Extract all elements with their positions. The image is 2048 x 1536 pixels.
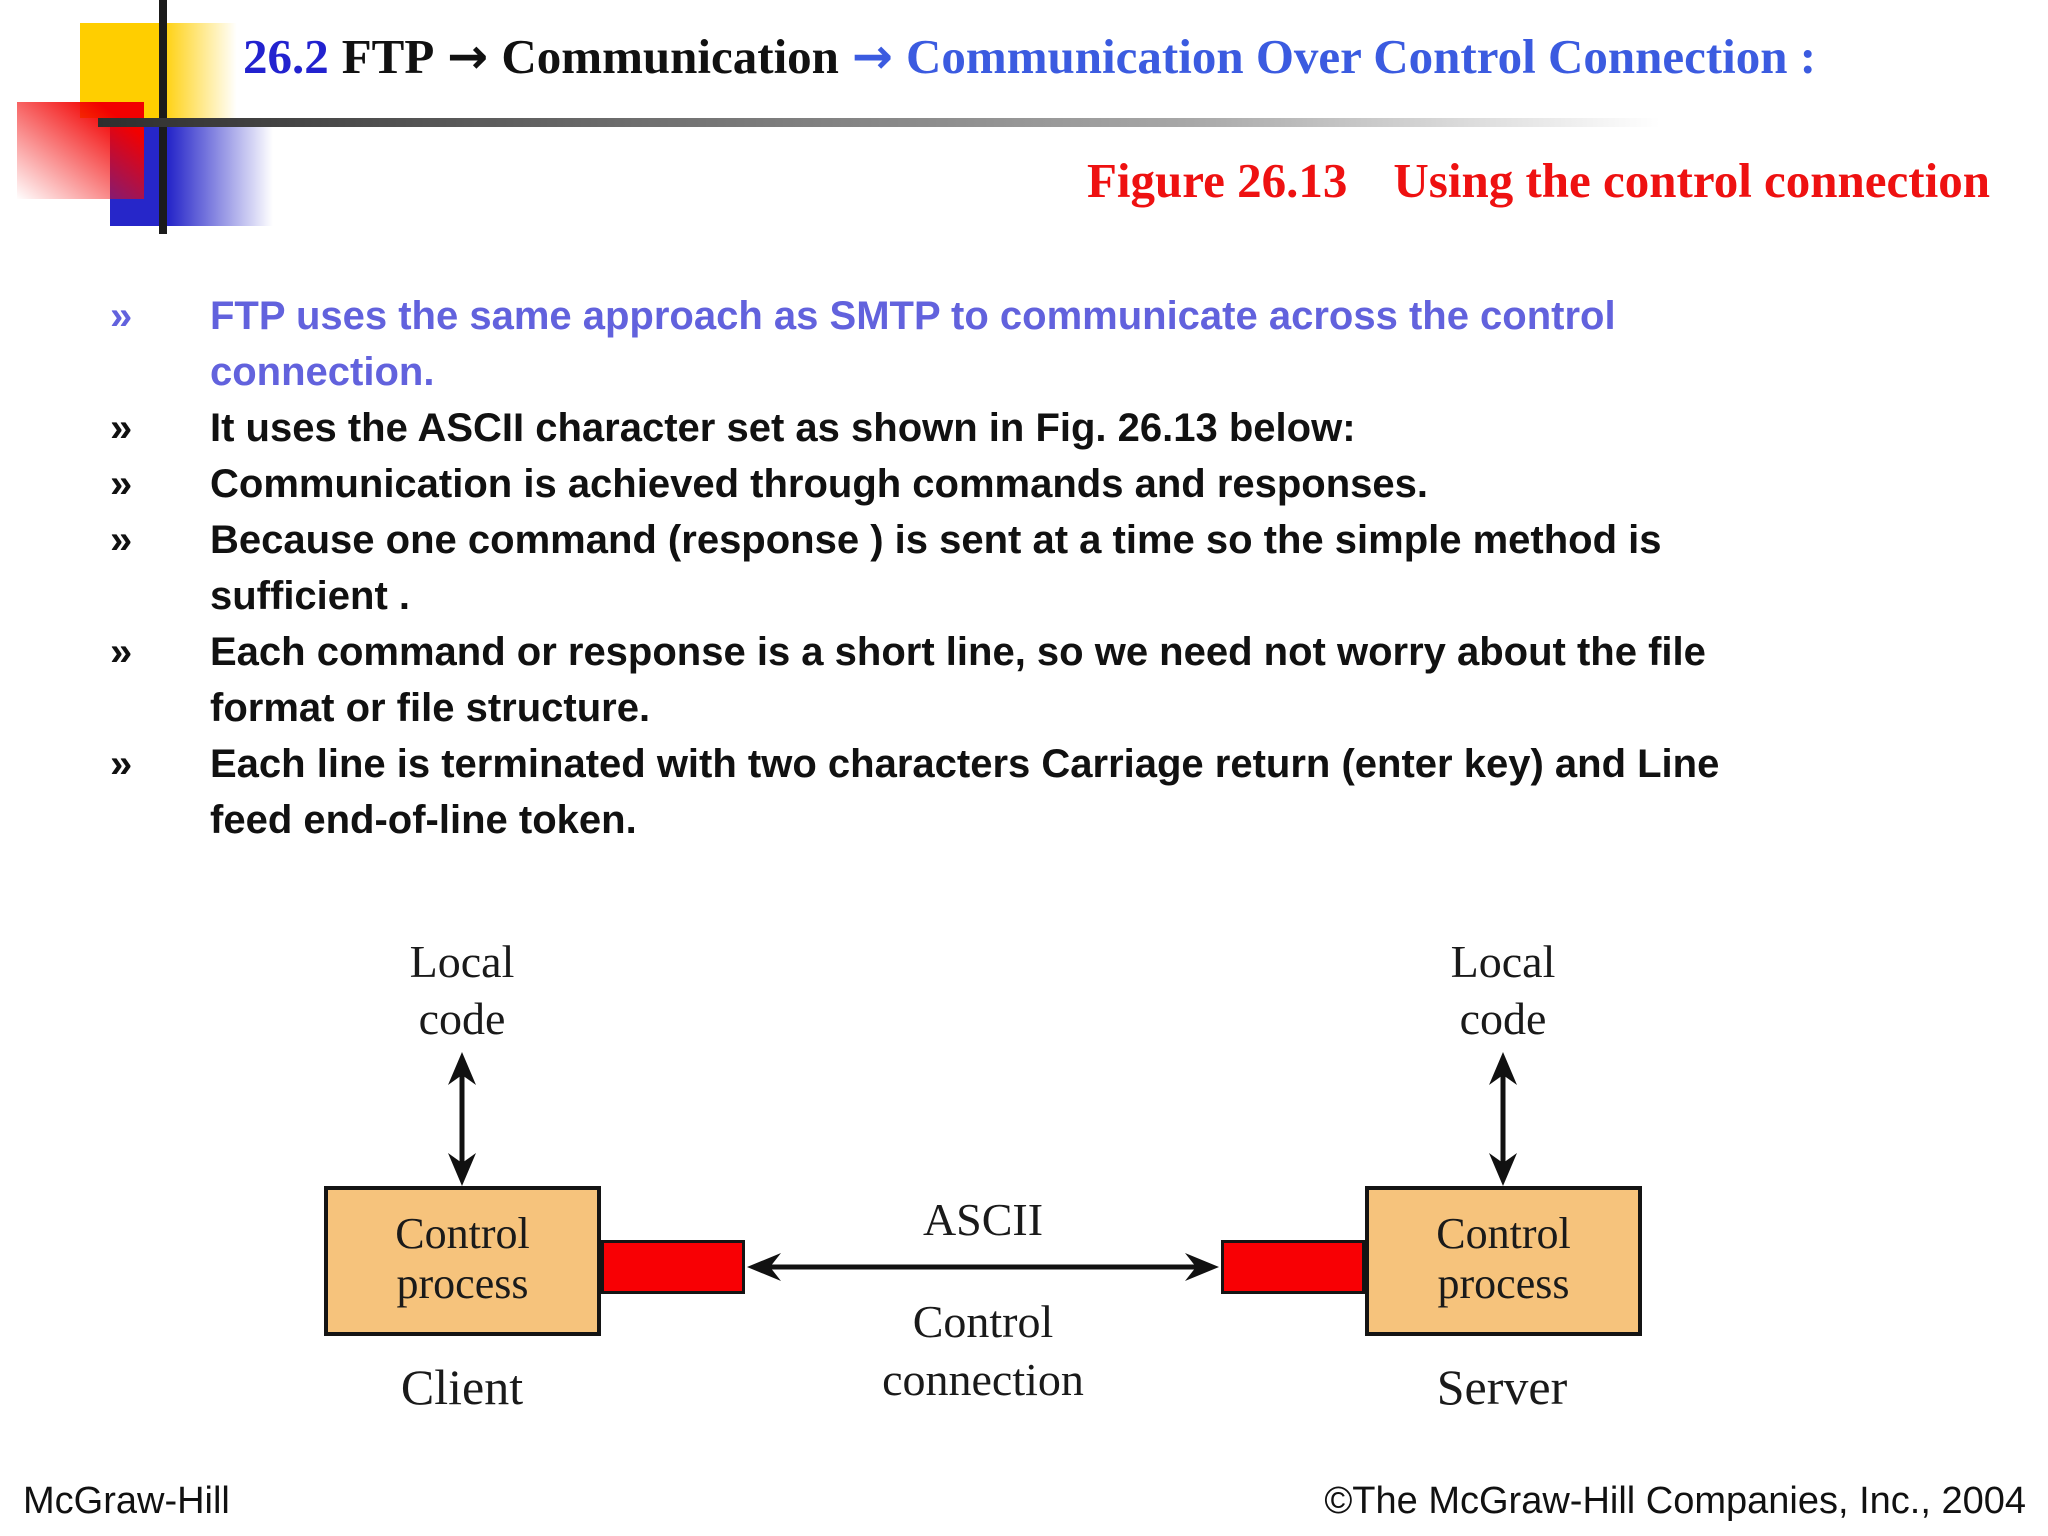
bullet-line: Each command or response is a short line… xyxy=(210,630,1706,674)
process-box-line: process xyxy=(1437,1259,1570,1308)
bullet-text: Each line is terminated with two charact… xyxy=(210,736,1719,848)
process-box-line: process xyxy=(396,1259,529,1308)
server-label: Server xyxy=(1436,1359,1568,1415)
bullet-line: Each line is terminated with two charact… xyxy=(210,742,1720,786)
bullet-text: It uses the ASCII character set as shown… xyxy=(210,400,1356,456)
footer-copyright: ©The McGraw-Hill Companies, Inc., 2004 xyxy=(1324,1480,2026,1522)
server-port-rect xyxy=(1221,1240,1365,1294)
client-control-process-box: Control process xyxy=(324,1186,601,1336)
bullet-list: » FTP uses the same approach as SMTP to … xyxy=(110,288,1990,848)
bullet-line: Communication is achieved through comman… xyxy=(210,462,1429,506)
bullet-line: FTP uses the same approach as SMTP to co… xyxy=(210,294,1616,338)
bullet-text: FTP uses the same approach as SMTP to co… xyxy=(210,288,1616,400)
server-control-process-box: Control process xyxy=(1365,1186,1642,1336)
figure-caption: Figure 26.13 Using the control connectio… xyxy=(1087,152,1990,209)
local-code-line: code xyxy=(418,993,506,1044)
connection-label-line: Control xyxy=(912,1296,1054,1347)
control-connection-label: Control connection xyxy=(833,1293,1133,1409)
bullet-marker: » xyxy=(110,630,133,674)
bullet-line: Because one command (response ) is sent … xyxy=(210,518,1662,562)
local-code-line: code xyxy=(1459,993,1547,1044)
figure-title: Using the control connection xyxy=(1393,153,1990,208)
bullet-item: » Because one command (response ) is sen… xyxy=(110,512,1990,624)
bullet-line: It uses the ASCII character set as shown… xyxy=(210,406,1356,450)
control-connection-double-arrow-icon xyxy=(747,1253,1219,1281)
bullet-marker: » xyxy=(110,518,133,562)
bullet-marker: » xyxy=(110,462,133,506)
decoration-vertical-line xyxy=(159,0,167,234)
local-code-line: Local xyxy=(1450,936,1556,987)
server-local-code-label: Local code xyxy=(1403,933,1603,1047)
bullet-item: » Each line is terminated with two chara… xyxy=(110,736,1990,848)
bullet-line: format or file structure. xyxy=(210,686,651,730)
process-box-line: Control xyxy=(1436,1209,1571,1258)
bullet-item: » Each command or response is a short li… xyxy=(110,624,1990,736)
connection-label-line: connection xyxy=(882,1354,1084,1405)
bullet-marker: » xyxy=(110,406,133,450)
title-underline xyxy=(98,118,1660,127)
client-vertical-double-arrow-icon xyxy=(448,1052,476,1186)
title-segment-topic: Communication Over Control Connection : xyxy=(906,29,1817,84)
decoration-red-square xyxy=(17,102,144,199)
bullet-marker: » xyxy=(110,294,133,338)
server-vertical-double-arrow-icon xyxy=(1489,1052,1517,1186)
client-local-code-label: Local code xyxy=(362,933,562,1047)
bullet-item: » It uses the ASCII character set as sho… xyxy=(110,400,1990,456)
figure-label: Figure 26.13 xyxy=(1086,153,1348,208)
bullet-line: sufficient . xyxy=(210,574,411,618)
client-port-rect xyxy=(601,1240,745,1294)
bullet-text: Each command or response is a short line… xyxy=(210,624,1706,736)
process-box-line: Control xyxy=(395,1209,530,1258)
client-label: Client xyxy=(400,1359,524,1415)
bullet-line: feed end-of-line token. xyxy=(210,798,637,842)
title-segment-ftp: FTP xyxy=(341,29,435,84)
local-code-line: Local xyxy=(409,936,515,987)
footer-publisher: McGraw-Hill xyxy=(23,1480,230,1522)
bullet-marker: » xyxy=(110,742,133,786)
bullet-text: Because one command (response ) is sent … xyxy=(210,512,1662,624)
bullet-line: connection. xyxy=(210,350,435,394)
bullet-text: Communication is achieved through comman… xyxy=(210,456,1428,512)
title-segment-communication: Communication xyxy=(501,29,839,84)
arrow-right-icon: → xyxy=(447,28,489,85)
bullet-item: » FTP uses the same approach as SMTP to … xyxy=(110,288,1990,400)
arrow-right-icon: → xyxy=(851,28,893,85)
ascii-label: ASCII xyxy=(922,1194,1044,1245)
title-section-number: 26.2 xyxy=(243,29,329,84)
bullet-item: » Communication is achieved through comm… xyxy=(110,456,1990,512)
